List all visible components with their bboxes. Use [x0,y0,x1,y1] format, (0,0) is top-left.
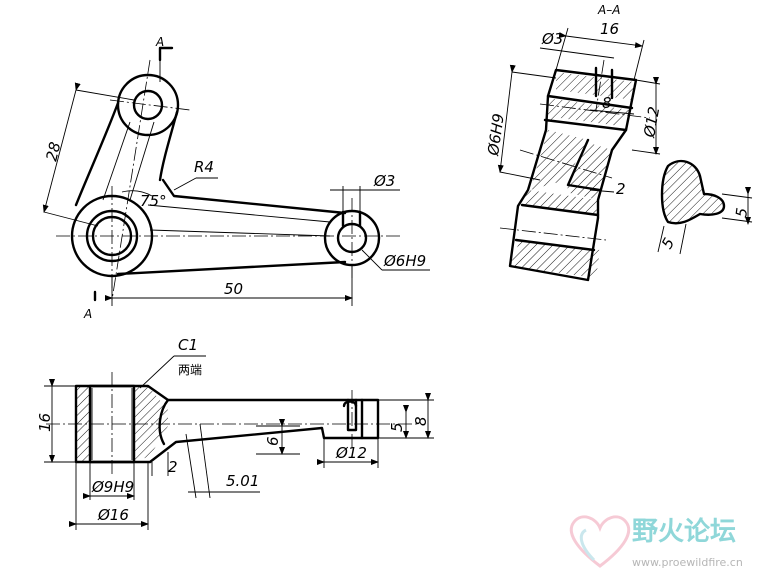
dim-75: 75° [140,192,167,210]
watermark-name: 野火论坛 [632,517,736,547]
dim-phi3-top: Ø3 [373,172,395,190]
dim-phi16-side: Ø16 [97,506,129,524]
dim-5-side: 5 [388,422,406,432]
top-view [42,46,430,306]
note-both-ends: 两端 [178,363,202,377]
section-view [497,27,661,282]
section-marker-bottom: A [83,307,92,321]
dim-phi6h9-top: Ø6H9 [383,252,426,270]
dimension-labels: A A A–A 28 R4 75° Ø3 50 Ø6H9 16 Ø3 8 Ø12… [36,3,751,524]
dim-5-rib-b: 5 [658,235,678,252]
dim-6-side: 6 [264,436,282,446]
dim-r4: R4 [194,158,214,176]
section-title: A–A [597,3,620,17]
rib-section [657,159,753,255]
dim-phi3-section: Ø3 [541,30,563,48]
dim-28: 28 [42,140,64,163]
dim-2-section: 2 [616,180,626,198]
dim-8-side: 8 [412,416,430,426]
dim-c1: C1 [178,336,198,354]
dim-2-side: 2 [168,458,178,476]
front-view [44,355,434,530]
watermark-url: www.proewildfire.cn [632,556,743,569]
watermark: 野火论坛 www.proewildfire.cn [569,515,743,569]
dim-50: 50 [224,280,243,298]
dim-phi12-side: Ø12 [335,444,367,462]
dim-5-rib-a: 5 [732,207,751,219]
dim-16-section: 16 [600,20,619,38]
dim-16-side: 16 [36,413,54,432]
dim-501: 5.01 [226,472,259,490]
section-marker-top: A [155,35,164,49]
dim-phi6h9-section: Ø6H9 [484,112,508,157]
dim-phi9h9: Ø9H9 [91,478,134,496]
heart-logo-icon [569,515,631,568]
dim-phi12-section: Ø12 [640,105,663,140]
dim-8-section: 8 [602,94,612,112]
